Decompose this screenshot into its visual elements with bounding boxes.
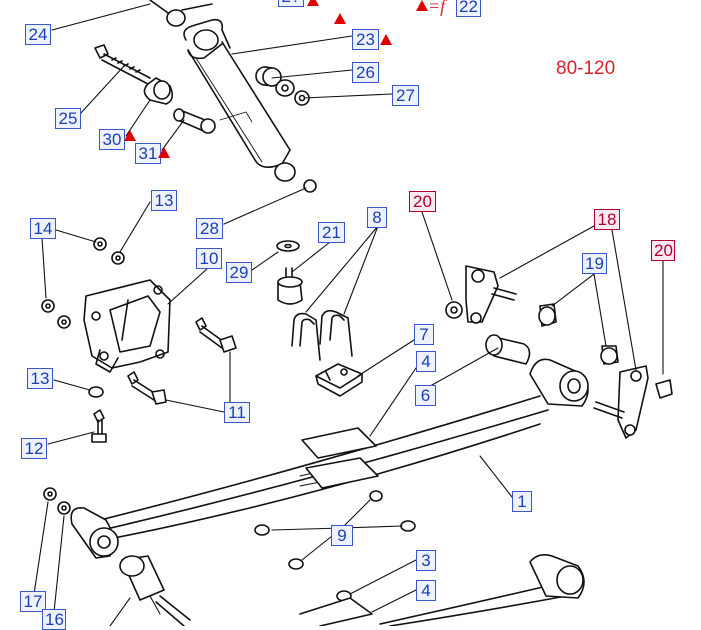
callout-3-26[interactable]: 3 [416, 550, 436, 571]
callout-21-11[interactable]: 21 [318, 222, 345, 243]
leader-lines [33, 3, 664, 626]
warning-triangle-icon [334, 13, 346, 24]
callout-14-9[interactable]: 14 [30, 218, 56, 239]
warning-triangle-icon [307, 0, 319, 6]
callout-10-10[interactable]: 10 [196, 248, 222, 269]
callout-8-12[interactable]: 8 [367, 207, 387, 228]
model-code: 80-120 [556, 58, 616, 79]
warning-triangle-icon [416, 0, 428, 11]
bolt-12 [91, 409, 107, 443]
callout-19-16[interactable]: 19 [582, 253, 607, 274]
callout-13-8[interactable]: 13 [151, 190, 177, 211]
warning-triangle-icon [124, 130, 136, 141]
leaf-spring [70, 358, 589, 559]
callout-30-5[interactable]: 30 [99, 129, 125, 150]
bump-stop [276, 240, 303, 305]
callout-7-18[interactable]: 7 [414, 324, 434, 345]
shock-bushing-stack [255, 66, 310, 106]
callout-12-23[interactable]: 12 [21, 438, 47, 459]
callout-4-27[interactable]: 4 [416, 580, 436, 601]
callout-18-15[interactable]: 18 [594, 209, 620, 230]
legend-equals: = [428, 0, 441, 16]
callout-13-21[interactable]: 13 [27, 368, 53, 389]
callout-11-22[interactable]: 11 [224, 402, 250, 423]
callout-27-3[interactable]: 27 [392, 85, 419, 106]
legend-glyph: f [440, 0, 446, 16]
callout-20-17[interactable]: 20 [651, 240, 675, 261]
shock-absorber [149, 0, 296, 182]
callout-6-20[interactable]: 6 [415, 385, 436, 406]
nut-28 [303, 179, 317, 193]
callout-1-24[interactable]: 1 [512, 491, 532, 512]
clamp-plate [315, 363, 363, 397]
warning-triangle-icon [380, 34, 392, 45]
warning-triangle-icon [158, 147, 170, 158]
shackle [445, 265, 673, 439]
callout-29-13[interactable]: 29 [226, 262, 252, 283]
nuts-9 [254, 490, 416, 602]
bolts-11 [127, 317, 237, 405]
callout-17-28[interactable]: 17 [20, 591, 46, 612]
callout-25-4[interactable]: 25 [55, 108, 81, 129]
warning-legend: =f [428, 0, 445, 17]
callout-20-14[interactable]: 20 [409, 191, 436, 212]
nuts-washers-left [41, 237, 125, 398]
spring-bracket [83, 279, 171, 373]
callout-26-2[interactable]: 26 [352, 62, 379, 83]
callout-23-1[interactable]: 23 [352, 29, 379, 50]
lower-spring [299, 554, 585, 626]
lower-left-parts [43, 487, 191, 626]
callout-22-30[interactable]: 22 [456, 0, 481, 17]
shackle-bushings [485, 303, 619, 365]
callout-16-29[interactable]: 16 [42, 609, 66, 630]
callout-2-31[interactable]: 2? [278, 0, 304, 7]
callout-28-7[interactable]: 28 [196, 218, 223, 239]
callout-4-19[interactable]: 4 [416, 351, 436, 372]
callout-24-0[interactable]: 24 [25, 24, 51, 45]
u-bolts [291, 309, 353, 361]
callout-9-25[interactable]: 9 [331, 525, 353, 546]
